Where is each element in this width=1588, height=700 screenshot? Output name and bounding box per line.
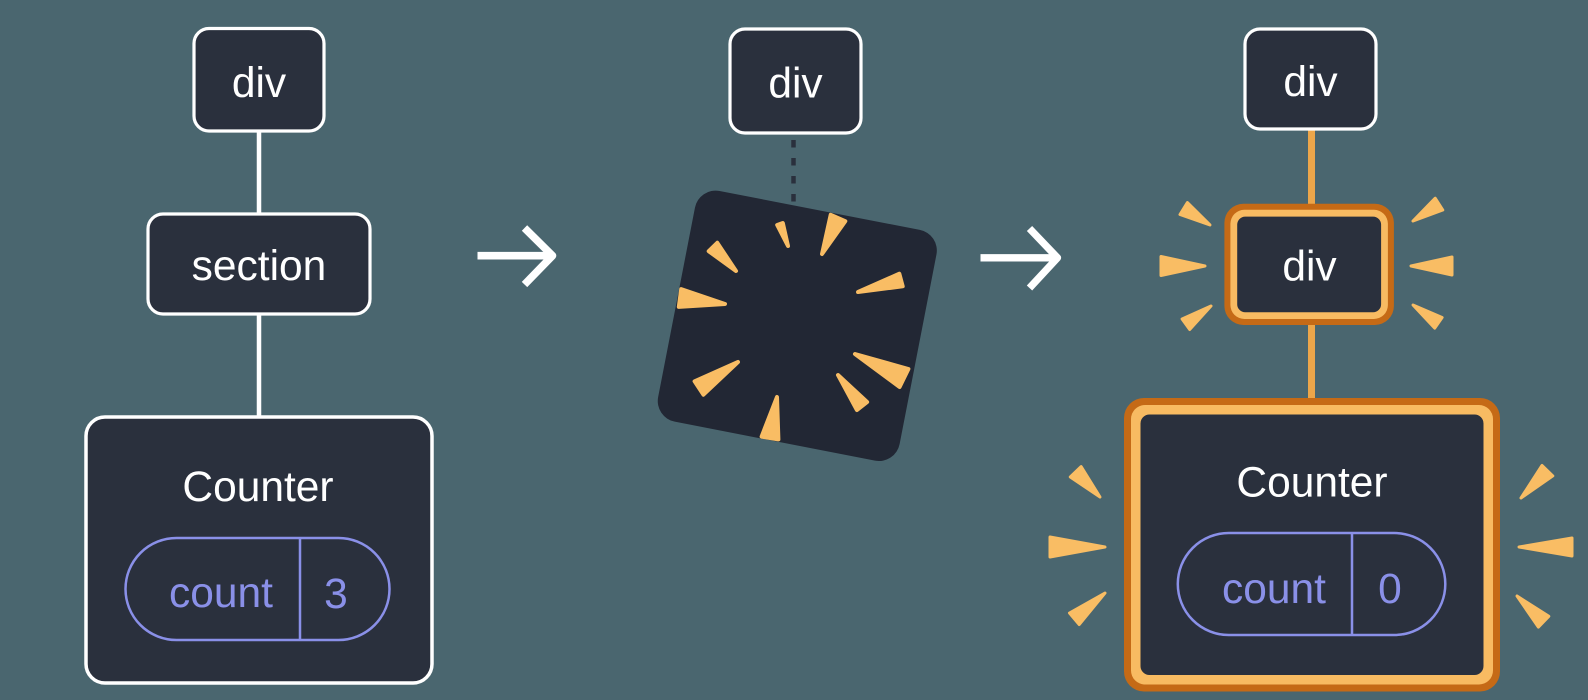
svg-text:3: 3 (324, 571, 348, 618)
svg-text:Counter: Counter (1236, 460, 1387, 507)
svg-text:section: section (192, 243, 327, 290)
svg-text:0: 0 (1378, 566, 1402, 613)
svg-text:div: div (768, 61, 823, 108)
svg-text:div: div (232, 60, 287, 107)
svg-text:count: count (169, 570, 273, 617)
svg-text:div: div (1282, 244, 1337, 291)
svg-text:Counter: Counter (182, 464, 333, 511)
svg-text:count: count (1222, 566, 1326, 613)
svg-text:div: div (1283, 59, 1338, 106)
